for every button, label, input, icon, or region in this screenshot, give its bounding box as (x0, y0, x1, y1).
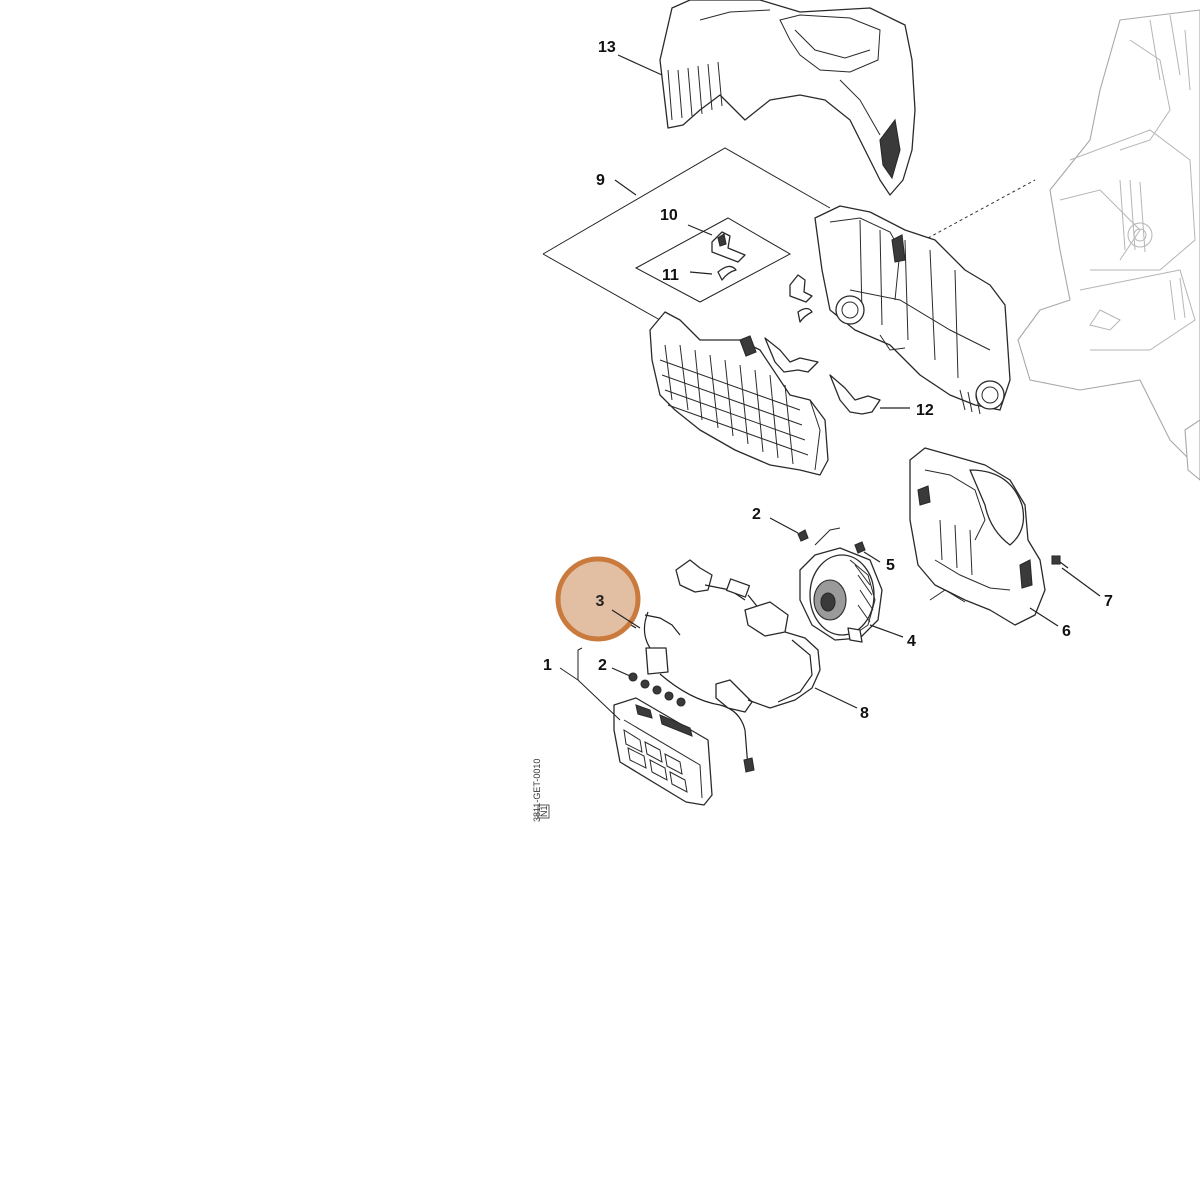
part-9-grille-holder (649, 311, 829, 476)
leader-lines (559, 54, 1101, 721)
callout-labels: 13 9 10 11 12 2 5 7 4 6 1 2 8 (543, 39, 1113, 722)
callout-13[interactable]: 13 (598, 39, 616, 56)
callout-10[interactable]: 10 (660, 207, 678, 224)
callout-2-lower[interactable]: 2 (598, 657, 607, 674)
callout-2-upper[interactable]: 2 (752, 506, 761, 523)
callout-11[interactable]: 11 (662, 267, 679, 284)
drawing-code-box (537, 804, 550, 819)
highlight-marker-3[interactable]: 3 (555, 556, 641, 642)
drawing-code: 3811-GET-0010 N1 (532, 759, 550, 822)
highlight-label: 3 (596, 593, 605, 610)
small-clips (789, 274, 813, 323)
part-13-cover (659, 0, 916, 196)
part-3-harness (643, 559, 789, 773)
part-6-fan-housing (909, 447, 1046, 626)
part-5-screw (854, 541, 866, 554)
alignment-line (927, 179, 1036, 239)
callout-4[interactable]: 4 (907, 633, 916, 650)
drawing-code-box-text: N1 (539, 805, 549, 817)
callout-8[interactable]: 8 (860, 705, 869, 722)
part-1-control-panel (613, 697, 713, 806)
part-2-upper-nut (797, 529, 809, 542)
callout-6[interactable]: 6 (1062, 623, 1071, 640)
part-9-kit-outline (542, 147, 831, 321)
part-11-spring (717, 265, 737, 281)
callout-7[interactable]: 7 (1104, 593, 1113, 610)
callout-1[interactable]: 1 (543, 657, 552, 674)
part-2-lower-nuts (628, 672, 686, 707)
part-9-holder (814, 205, 1011, 415)
part-7-screw (1051, 555, 1069, 569)
part-4-motor (799, 527, 883, 643)
drawing-code-text: 3811-GET-0010 (532, 759, 542, 822)
part-10-clip (711, 231, 746, 263)
callout-12[interactable]: 12 (916, 402, 934, 419)
ghost-housing (1017, 9, 1200, 481)
highlight-circle[interactable] (555, 556, 641, 642)
callout-9[interactable]: 9 (596, 172, 605, 189)
part-12-springs (764, 337, 881, 415)
part-8-cable (715, 631, 821, 713)
callout-5[interactable]: 5 (886, 557, 895, 574)
